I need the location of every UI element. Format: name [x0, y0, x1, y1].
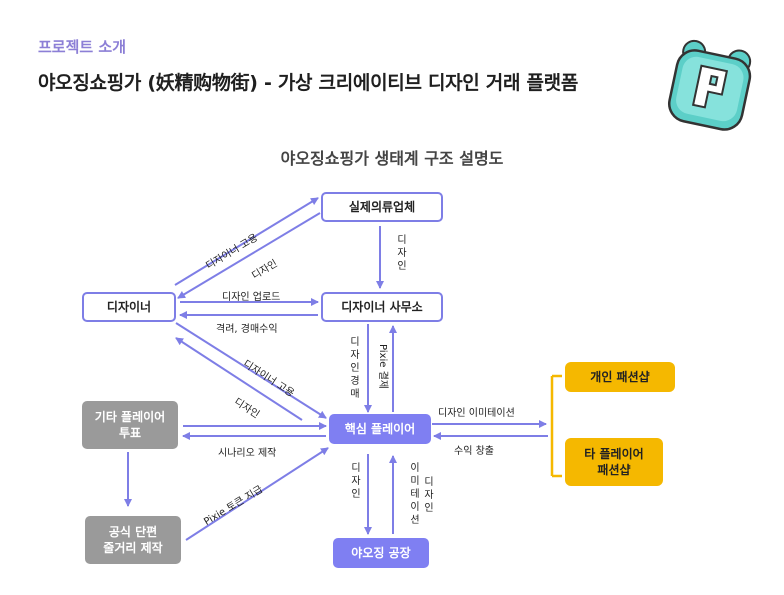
- label-design-auction: 디자인경매: [350, 337, 360, 400]
- node-other-player-shop: 타 플레이어 패션샵: [565, 438, 663, 486]
- label-encourage-auction: 격려, 경매수익: [216, 324, 278, 335]
- label-pixie-payment: Pixie 결제: [377, 344, 388, 390]
- node-other-player-vote: 기타 플레이어 투표: [82, 401, 178, 449]
- label-imitation-design-2: 디자인: [424, 477, 434, 514]
- node-factory: 야오징 공장: [333, 538, 429, 568]
- node-core-player: 핵심 플레이어: [329, 414, 431, 444]
- label-design-down: 디자인: [397, 235, 407, 272]
- arrow-designer-to-company: [174, 197, 319, 286]
- node-personal-shop: 개인 패션샵: [565, 362, 675, 392]
- label-revenue: 수익 창출: [454, 446, 494, 457]
- node-clothing-company: 실제의류업체: [321, 192, 443, 222]
- arrow-story-to-core: [185, 447, 329, 541]
- arrow-company-to-designer: [177, 212, 321, 299]
- label-imitation-design: 이미테이션: [410, 463, 420, 526]
- arrow-core-to-designer: [175, 337, 303, 421]
- node-design-office: 디자이너 사무소: [321, 292, 443, 322]
- section-label: 프로젝트 소개: [38, 38, 127, 56]
- label-design-upload: 디자인 업로드: [222, 292, 281, 303]
- node-designer: 디자이너: [82, 292, 176, 322]
- label-design-factory: 디자인: [351, 463, 361, 500]
- label-scenario: 시나리오 제작: [218, 448, 277, 459]
- diagram-title: 야오징쇼핑가 생태계 구조 설명도: [280, 149, 504, 168]
- p-badge-logo-icon: [668, 39, 752, 131]
- node-official-story: 공식 단편 줄거리 제작: [85, 516, 181, 564]
- page-title: 야오징쇼핑가 (妖精购物街) - 가상 크리에이티브 디자인 거래 플랫폼: [38, 72, 579, 94]
- arrow-designer-to-core: [175, 322, 327, 419]
- shops-bracket: [550, 374, 562, 478]
- label-design-imitation: 디자인 이미테이션: [438, 408, 515, 419]
